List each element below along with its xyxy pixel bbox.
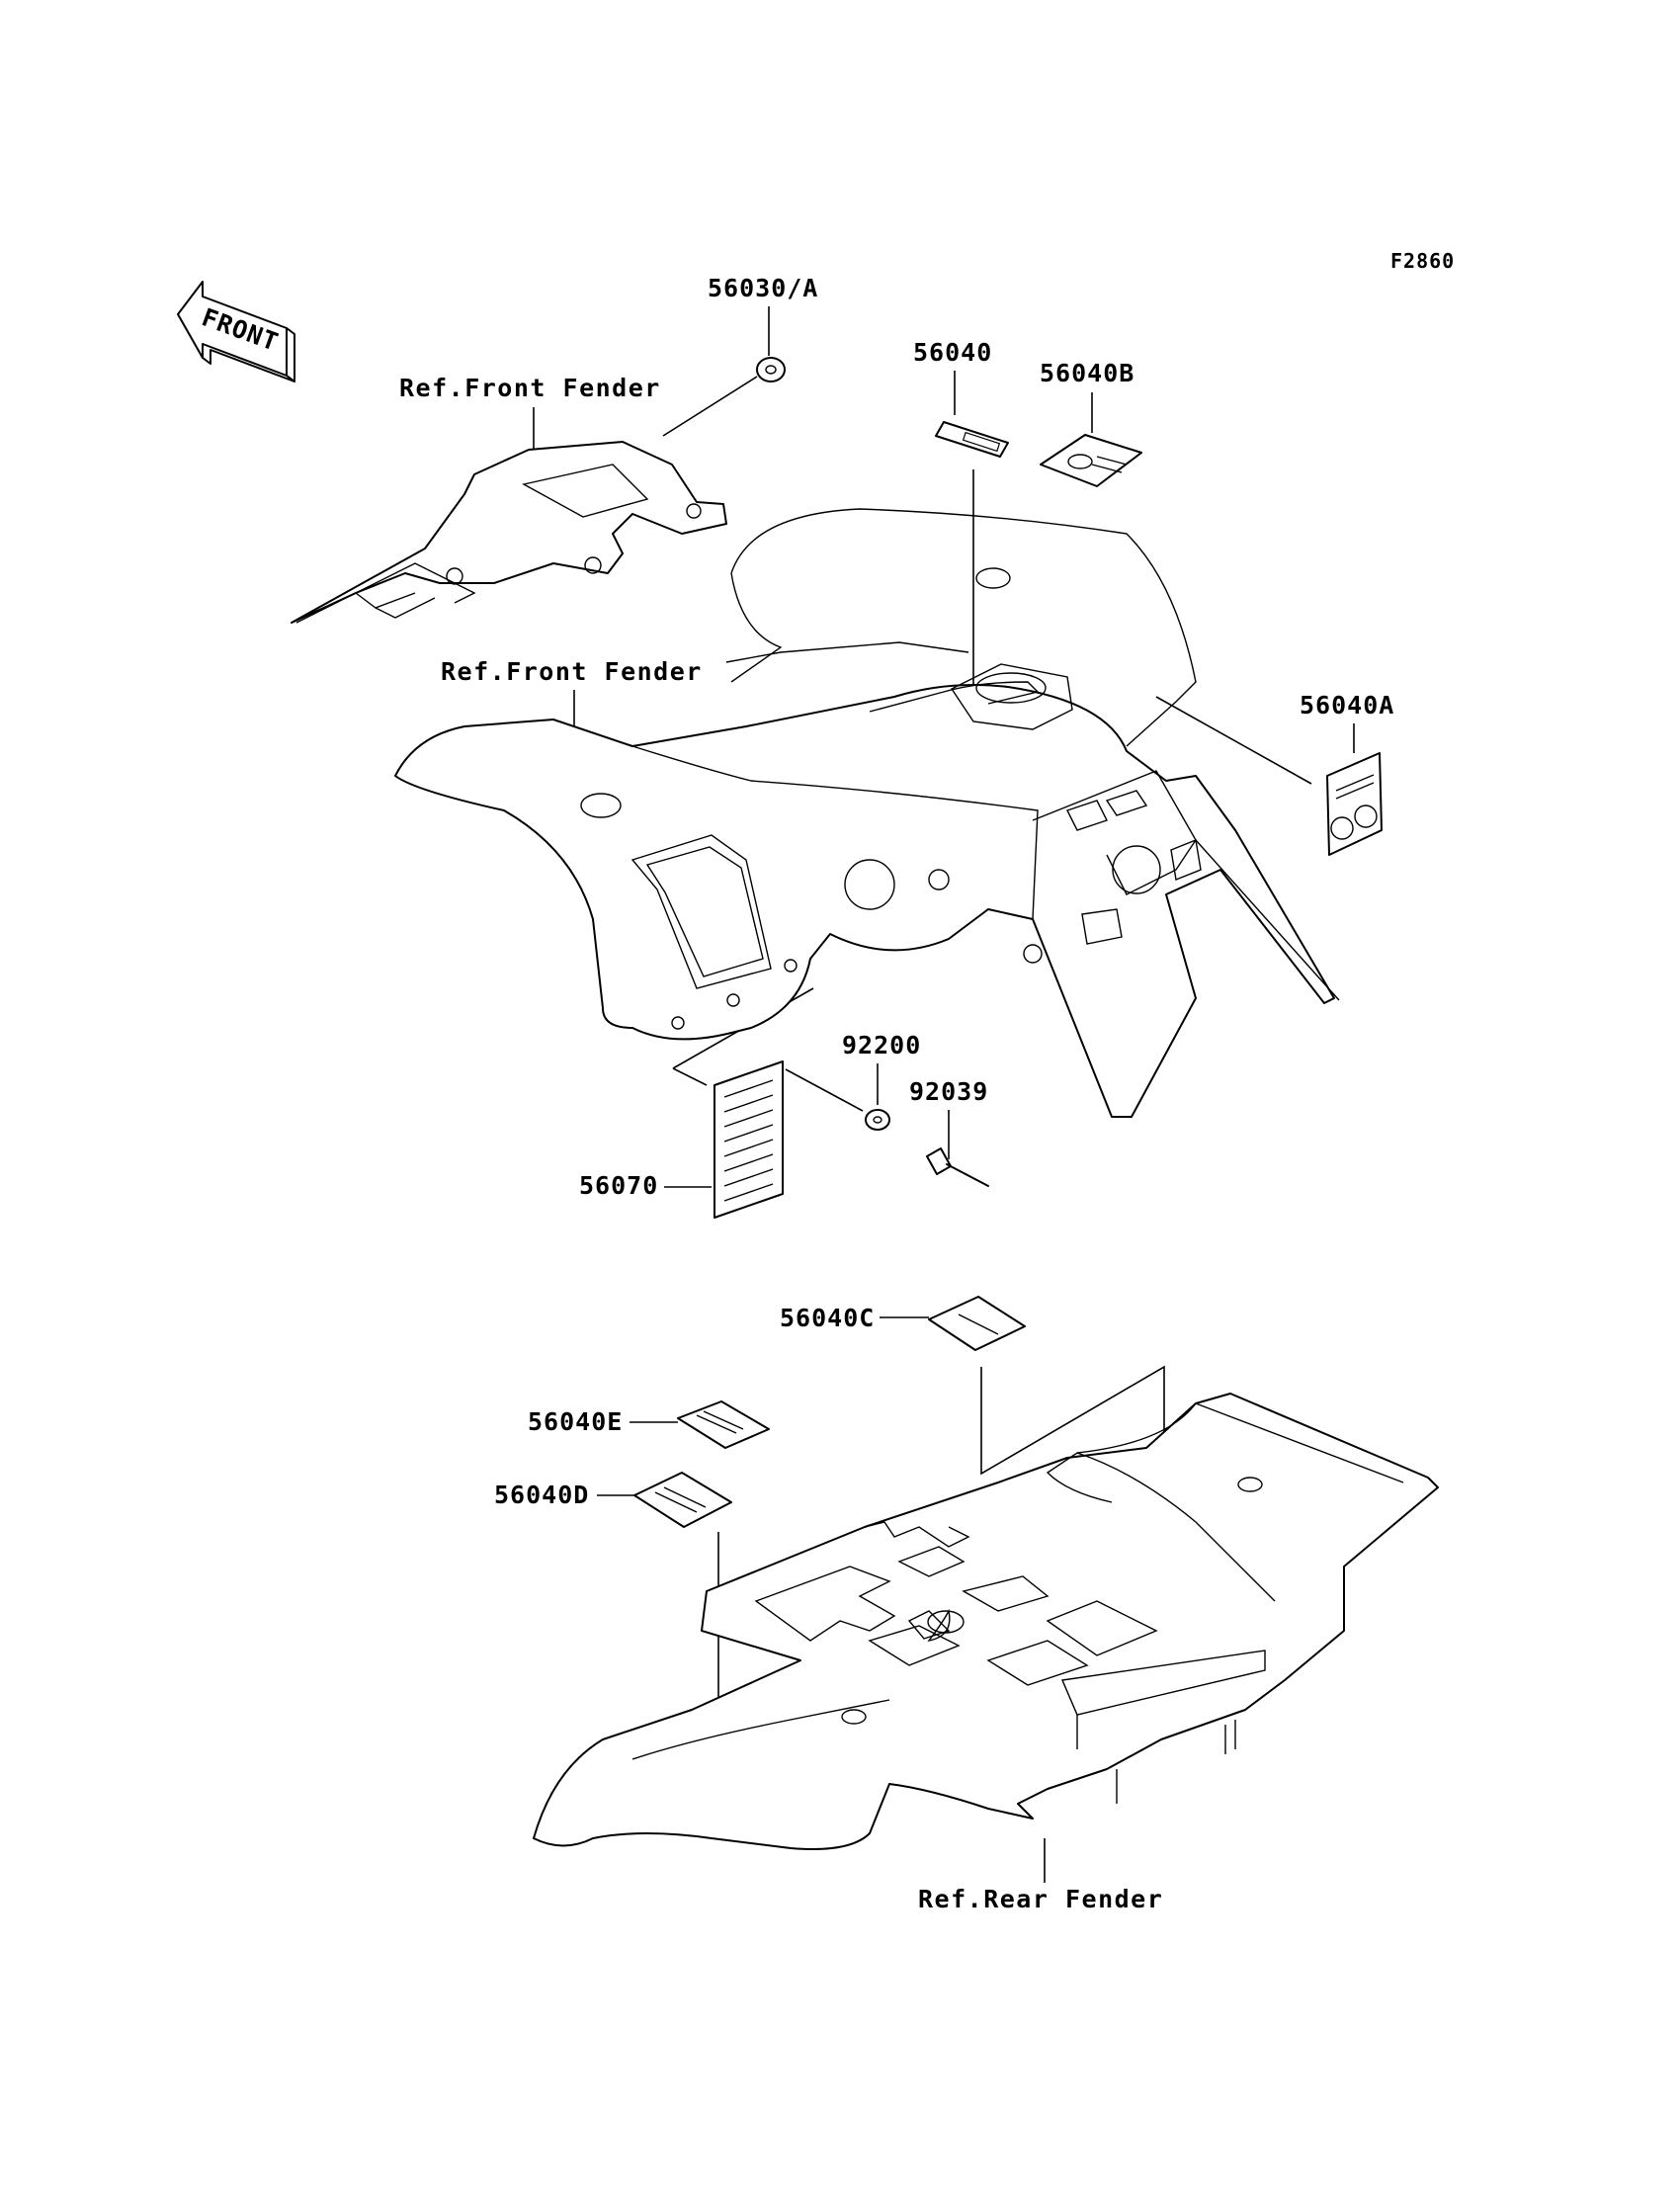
part-56040E-label: 56040E: [528, 1407, 623, 1436]
front-arrow-icon: FRONT: [177, 281, 295, 382]
part-56040-label: 56040: [913, 338, 992, 367]
label-56040: [935, 421, 1009, 458]
label-56040D: [633, 1472, 732, 1528]
label-56040B: [1040, 434, 1142, 487]
ref-front-fender-top: Ref.Front Fender: [399, 374, 661, 402]
part-56030A-label: 56030/A: [708, 274, 818, 302]
ref-rear-fender: Ref.Rear Fender: [918, 1885, 1163, 1913]
rivet-92039: [926, 1147, 989, 1187]
part-92039-label: 92039: [909, 1077, 988, 1106]
part-56040A-label: 56040A: [1300, 691, 1394, 720]
part-92200-label: 92200: [842, 1031, 921, 1059]
ref-front-fender-mid: Ref.Front Fender: [441, 657, 703, 686]
label-56070: [714, 1060, 784, 1219]
washer-92200: [865, 1109, 890, 1131]
part-56040D-label: 56040D: [494, 1481, 589, 1509]
figure-code: F2860: [1390, 249, 1455, 273]
front-fender-main-drawing: [394, 508, 1340, 1118]
front-fender-upper-drawing: [291, 441, 727, 624]
part-56040C-label: 56040C: [780, 1304, 875, 1332]
rear-fender-drawing: [533, 1393, 1439, 1850]
label-56040E: [677, 1400, 770, 1449]
label-56040A: [1326, 752, 1383, 856]
label-56040C: [928, 1296, 1026, 1351]
part-56070-label: 56070: [579, 1171, 658, 1200]
part-56040B-label: 56040B: [1040, 359, 1134, 387]
washer-56030A: [756, 357, 786, 382]
